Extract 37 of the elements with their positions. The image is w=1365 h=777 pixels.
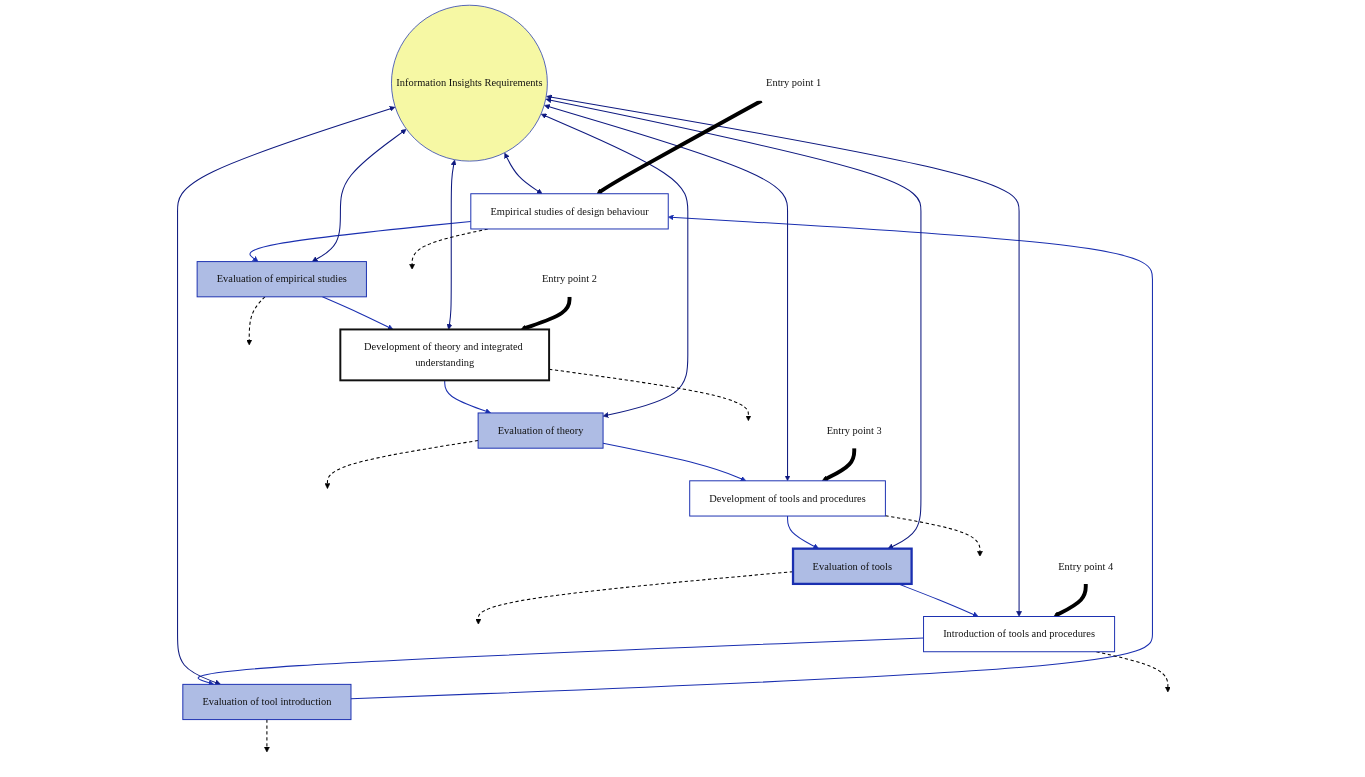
arrow	[821, 448, 857, 482]
arrow	[504, 152, 543, 194]
arrow	[177, 106, 396, 686]
arrow	[475, 571, 794, 625]
node-text: Entry point 4	[1058, 560, 1114, 572]
arrow	[246, 296, 266, 346]
arrow	[249, 220, 472, 262]
arrow	[520, 296, 572, 331]
node-box: Evaluation of tool introduction	[182, 683, 352, 721]
arrow	[321, 296, 394, 330]
arrow	[545, 97, 922, 549]
arrow	[884, 515, 983, 557]
arrow	[787, 515, 819, 549]
node-text: Entry point 1	[766, 77, 822, 89]
arrow	[602, 442, 747, 482]
node-box: Evaluation of empirical studies	[196, 261, 367, 298]
arrow	[1053, 583, 1088, 618]
arrow	[311, 129, 407, 262]
arrow	[264, 719, 270, 753]
arrow	[596, 99, 763, 194]
node-box: Introduction of tools and procedures	[923, 616, 1116, 653]
arrow	[544, 104, 791, 482]
arrow	[546, 94, 1022, 617]
arrow	[350, 214, 1153, 700]
node-circle: Information Insights Requirements	[391, 4, 548, 162]
arrow	[444, 379, 492, 414]
arrow	[197, 637, 925, 686]
arrow	[324, 440, 479, 489]
node-box: Evaluation of theory	[477, 412, 604, 449]
arrow	[540, 113, 689, 418]
node-box: Development of tools and procedures	[689, 480, 886, 517]
node-box: Empirical studies of design behaviour	[470, 193, 669, 230]
node-box: Development of theory and integrated understanding	[339, 328, 551, 382]
arrow	[446, 159, 457, 330]
node-text: Entry point 2	[541, 273, 598, 285]
node-text: Entry point 3	[826, 424, 882, 436]
node-box: Evaluation of tools	[791, 547, 913, 586]
